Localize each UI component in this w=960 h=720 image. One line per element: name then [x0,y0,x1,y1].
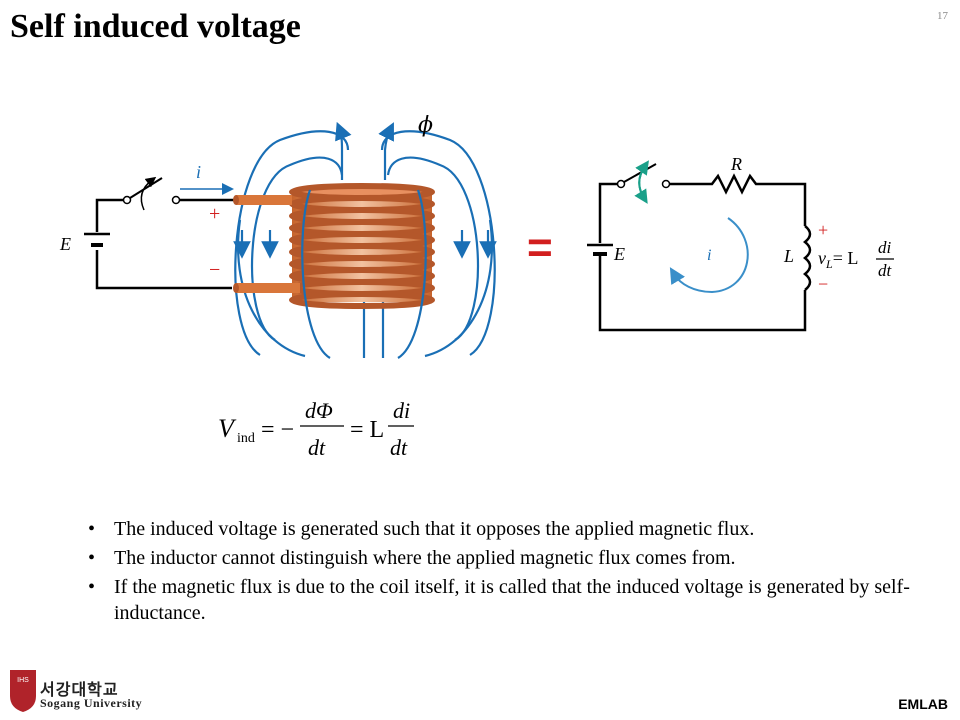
bullet-item: The induced voltage is generated such th… [84,516,914,542]
induced-voltage-equation: V ind = − dΦ dt = L di dt [218,398,414,460]
coil [233,183,435,309]
circuit-switch [616,160,671,204]
equals-sign: = [527,223,553,272]
vl-numerator: di [878,238,892,257]
bullet-item: If the magnetic flux is due to the coil … [84,574,914,626]
loop-current-arrow [669,217,749,294]
current-label: i [196,162,201,182]
flux-lines [233,121,497,358]
inductor-label: L [783,246,794,266]
eq-frac1-num: dΦ [305,398,333,423]
minus-label: − [209,259,220,281]
vl-lhs: vL= L [818,248,858,271]
switch [122,176,181,211]
eq-frac2-num: di [393,398,410,423]
eq-frac1-den: dt [308,435,326,460]
emblem-text: IHS [17,677,29,684]
equivalent-circuit [587,173,812,332]
bullet-item: The inductor cannot distinguish where th… [84,545,914,571]
eq-frac2-den: dt [390,435,408,460]
resistor-label: R [730,154,742,174]
emblem-icon [10,670,36,712]
loop-current-label: i [707,247,711,264]
vl-denominator: dt [878,261,893,280]
plus-label: + [209,203,220,225]
page-number: 17 [937,10,948,22]
inductor-figure: ϕ i + − E = R E i L + − vL= L di dt [59,113,894,359]
eq-lhs: V [218,414,237,443]
source-label: E [59,234,71,254]
logo-korean-name: 서강대학교 [40,680,119,699]
left-circuit [84,198,236,290]
logo-english-name: Sogang University [40,696,143,710]
vl-minus: − [818,274,828,294]
eq-equals-L: = L [350,417,384,443]
lab-name: EMLAB [898,696,948,712]
circuit-source-label: E [613,244,625,264]
page-title: Self induced voltage [10,8,301,45]
flux-label: ϕ [418,113,433,138]
eq-lhs-sub: ind [237,431,255,446]
bullet-list: The induced voltage is generated such th… [84,516,914,629]
university-logo: IHS [10,670,36,712]
vl-plus: + [818,220,828,240]
eq-equals-minus: = − [261,417,294,443]
